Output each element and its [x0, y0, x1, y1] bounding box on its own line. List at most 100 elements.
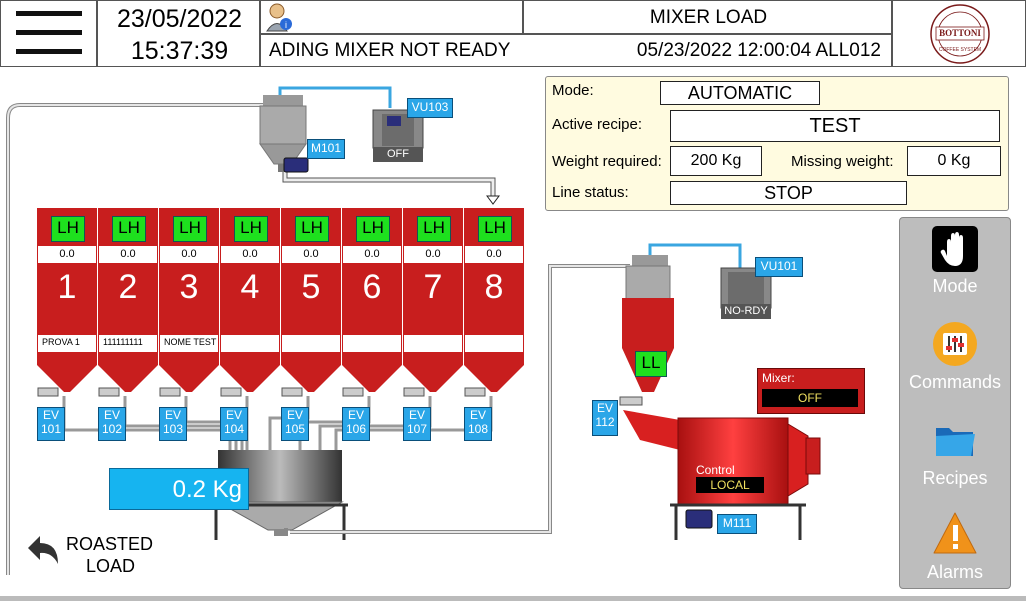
recipe-label: Active recipe: — [552, 116, 643, 133]
silo-number: 1 — [57, 268, 77, 306]
line-status-label: Line status: — [552, 184, 629, 201]
alarm-bar[interactable]: ADING MIXER NOT READY 05/23/2022 12:00:0… — [260, 34, 892, 67]
silo-number: 3 — [179, 268, 199, 306]
silo-quantity: 0.0 — [465, 246, 523, 263]
user-info-icon: i — [266, 3, 292, 32]
silo-number: 6 — [362, 268, 382, 306]
roasted-load-line2: LOAD — [86, 556, 136, 576]
ev112-label-top: EV — [596, 401, 613, 415]
sidebar-commands-label: Commands — [908, 372, 1002, 392]
sidebar-recipes-button[interactable]: Recipes — [901, 414, 1009, 492]
mode-label: Mode: — [552, 82, 594, 99]
mixer-status-label: Mixer: — [762, 371, 795, 385]
silo-level-high: LH — [417, 216, 451, 242]
silo-number: 2 — [118, 268, 138, 306]
menu-button[interactable] — [0, 0, 97, 67]
sidebar-alarms-button[interactable]: Alarms — [901, 508, 1009, 586]
roasted-load-line1: ROASTED — [66, 534, 154, 554]
alarm-last: 05/23/2022 12:00:04 ALL012 — [636, 40, 881, 61]
silo-valve-ev[interactable]: EV 102 — [98, 407, 126, 441]
silo-level-high: LH — [173, 216, 207, 242]
silo-product-name — [221, 335, 279, 352]
ev112-valve[interactable]: EV 112 — [592, 400, 618, 436]
silo-product-name: 111111111 — [99, 335, 157, 352]
silo-hoppers — [37, 353, 524, 392]
vu103-state: OFF — [373, 147, 423, 162]
silo-product-name: NOME TEST — [160, 335, 218, 352]
silo-valve-ev[interactable]: EV 105 — [281, 407, 309, 441]
silo-quantity: 0.0 — [160, 246, 218, 263]
silo-number: 4 — [240, 268, 260, 306]
silo-number: 8 — [484, 268, 504, 306]
hamburger-icon — [16, 11, 82, 55]
silo-valve-ev[interactable]: EV 103 — [159, 407, 187, 441]
sidebar-commands-button[interactable]: Commands — [901, 318, 1009, 396]
user-box[interactable]: i — [260, 0, 523, 34]
silo-product-name — [282, 335, 340, 352]
time-text: 15:37:39 — [130, 37, 229, 65]
vacuum-line-right — [648, 243, 742, 268]
mixer-status-box[interactable]: Mixer: OFF — [757, 368, 865, 414]
silo-product-name: PROVA 1 — [38, 335, 96, 352]
vu103-tag[interactable]: VU103 — [407, 98, 453, 118]
silo-valve-ev[interactable]: EV 104 — [220, 407, 248, 441]
silo-level-high: LH — [295, 216, 329, 242]
sidebar-mode-button[interactable]: Mode — [901, 222, 1009, 300]
motor-m101-tag[interactable]: M101 — [307, 139, 345, 159]
vacuum-line-top — [278, 86, 392, 108]
scale-weight-display: 0.2 Kg — [109, 468, 249, 510]
silo-valve-ev[interactable]: EV 101 — [37, 407, 65, 441]
mixer-level-low: LL — [635, 351, 667, 377]
logo-text: BOTTONI — [939, 28, 981, 38]
silo-level-high: LH — [51, 216, 85, 242]
logo-subtext: COFFEE SYSTEM — [938, 47, 982, 53]
silo-valve-ev[interactable]: EV 106 — [342, 407, 370, 441]
motor-m111-tag[interactable]: M111 — [717, 514, 757, 534]
silo-valve-ev[interactable]: EV 107 — [403, 407, 431, 441]
control-value: LOCAL — [696, 477, 764, 493]
vu101-state: NO-RDY — [721, 304, 771, 319]
silo-number: 5 — [301, 268, 321, 306]
silo-product-name — [404, 335, 462, 352]
silo-quantity: 0.0 — [343, 246, 401, 263]
sidebar-mode-label: Mode — [932, 276, 978, 296]
roasted-load-button[interactable]: ROASTED LOAD — [24, 532, 164, 580]
silo-quantity: 0.0 — [99, 246, 157, 263]
alarm-marquee: ADING MIXER NOT READY — [269, 40, 511, 61]
silo-level-high: LH — [356, 216, 390, 242]
svg-text:i: i — [285, 20, 287, 30]
sidebar-alarms-label: Alarms — [926, 562, 983, 582]
ev112-label-bottom: 112 — [595, 415, 615, 429]
missing-weight-value: 0 Kg — [907, 146, 1001, 176]
silo-quantity: 0.0 — [38, 246, 96, 263]
silo-level-high: LH — [112, 216, 146, 242]
silo-quantity: 0.0 — [282, 246, 340, 263]
feed-pipe — [282, 172, 496, 198]
control-label: Control — [696, 463, 735, 477]
mode-value: AUTOMATIC — [660, 81, 820, 105]
vu101-tag[interactable]: VU101 — [755, 257, 803, 277]
silo-product-name — [343, 335, 401, 352]
hand-stop-icon — [932, 226, 978, 272]
silo-quantity: 0.0 — [221, 246, 279, 263]
silo-level-high: LH — [478, 216, 512, 242]
recipe-value[interactable]: TEST — [670, 110, 1000, 142]
silo-product-name — [465, 335, 523, 352]
back-arrow-icon — [28, 536, 58, 564]
folder-icon — [933, 418, 977, 462]
mixer-status-value: OFF — [762, 389, 858, 407]
weight-required-value[interactable]: 200 Kg — [670, 146, 762, 176]
silo-number: 7 — [423, 268, 443, 306]
silo-level-high: LH — [234, 216, 268, 242]
page-title: MIXER LOAD — [649, 7, 768, 28]
warning-icon — [932, 510, 978, 556]
datetime-box: 23/05/2022 15:37:39 — [97, 0, 260, 67]
bottoni-logo — [930, 4, 990, 64]
line-status-value: STOP — [670, 181, 907, 205]
silo-valve-ev[interactable]: EV 108 — [464, 407, 492, 441]
missing-weight-label: Missing weight: — [791, 153, 894, 170]
commands-icon — [933, 322, 977, 366]
weight-required-label: Weight required: — [552, 153, 662, 170]
title-box: MIXER LOAD — [523, 0, 892, 34]
date-text: 23/05/2022 — [116, 5, 243, 33]
